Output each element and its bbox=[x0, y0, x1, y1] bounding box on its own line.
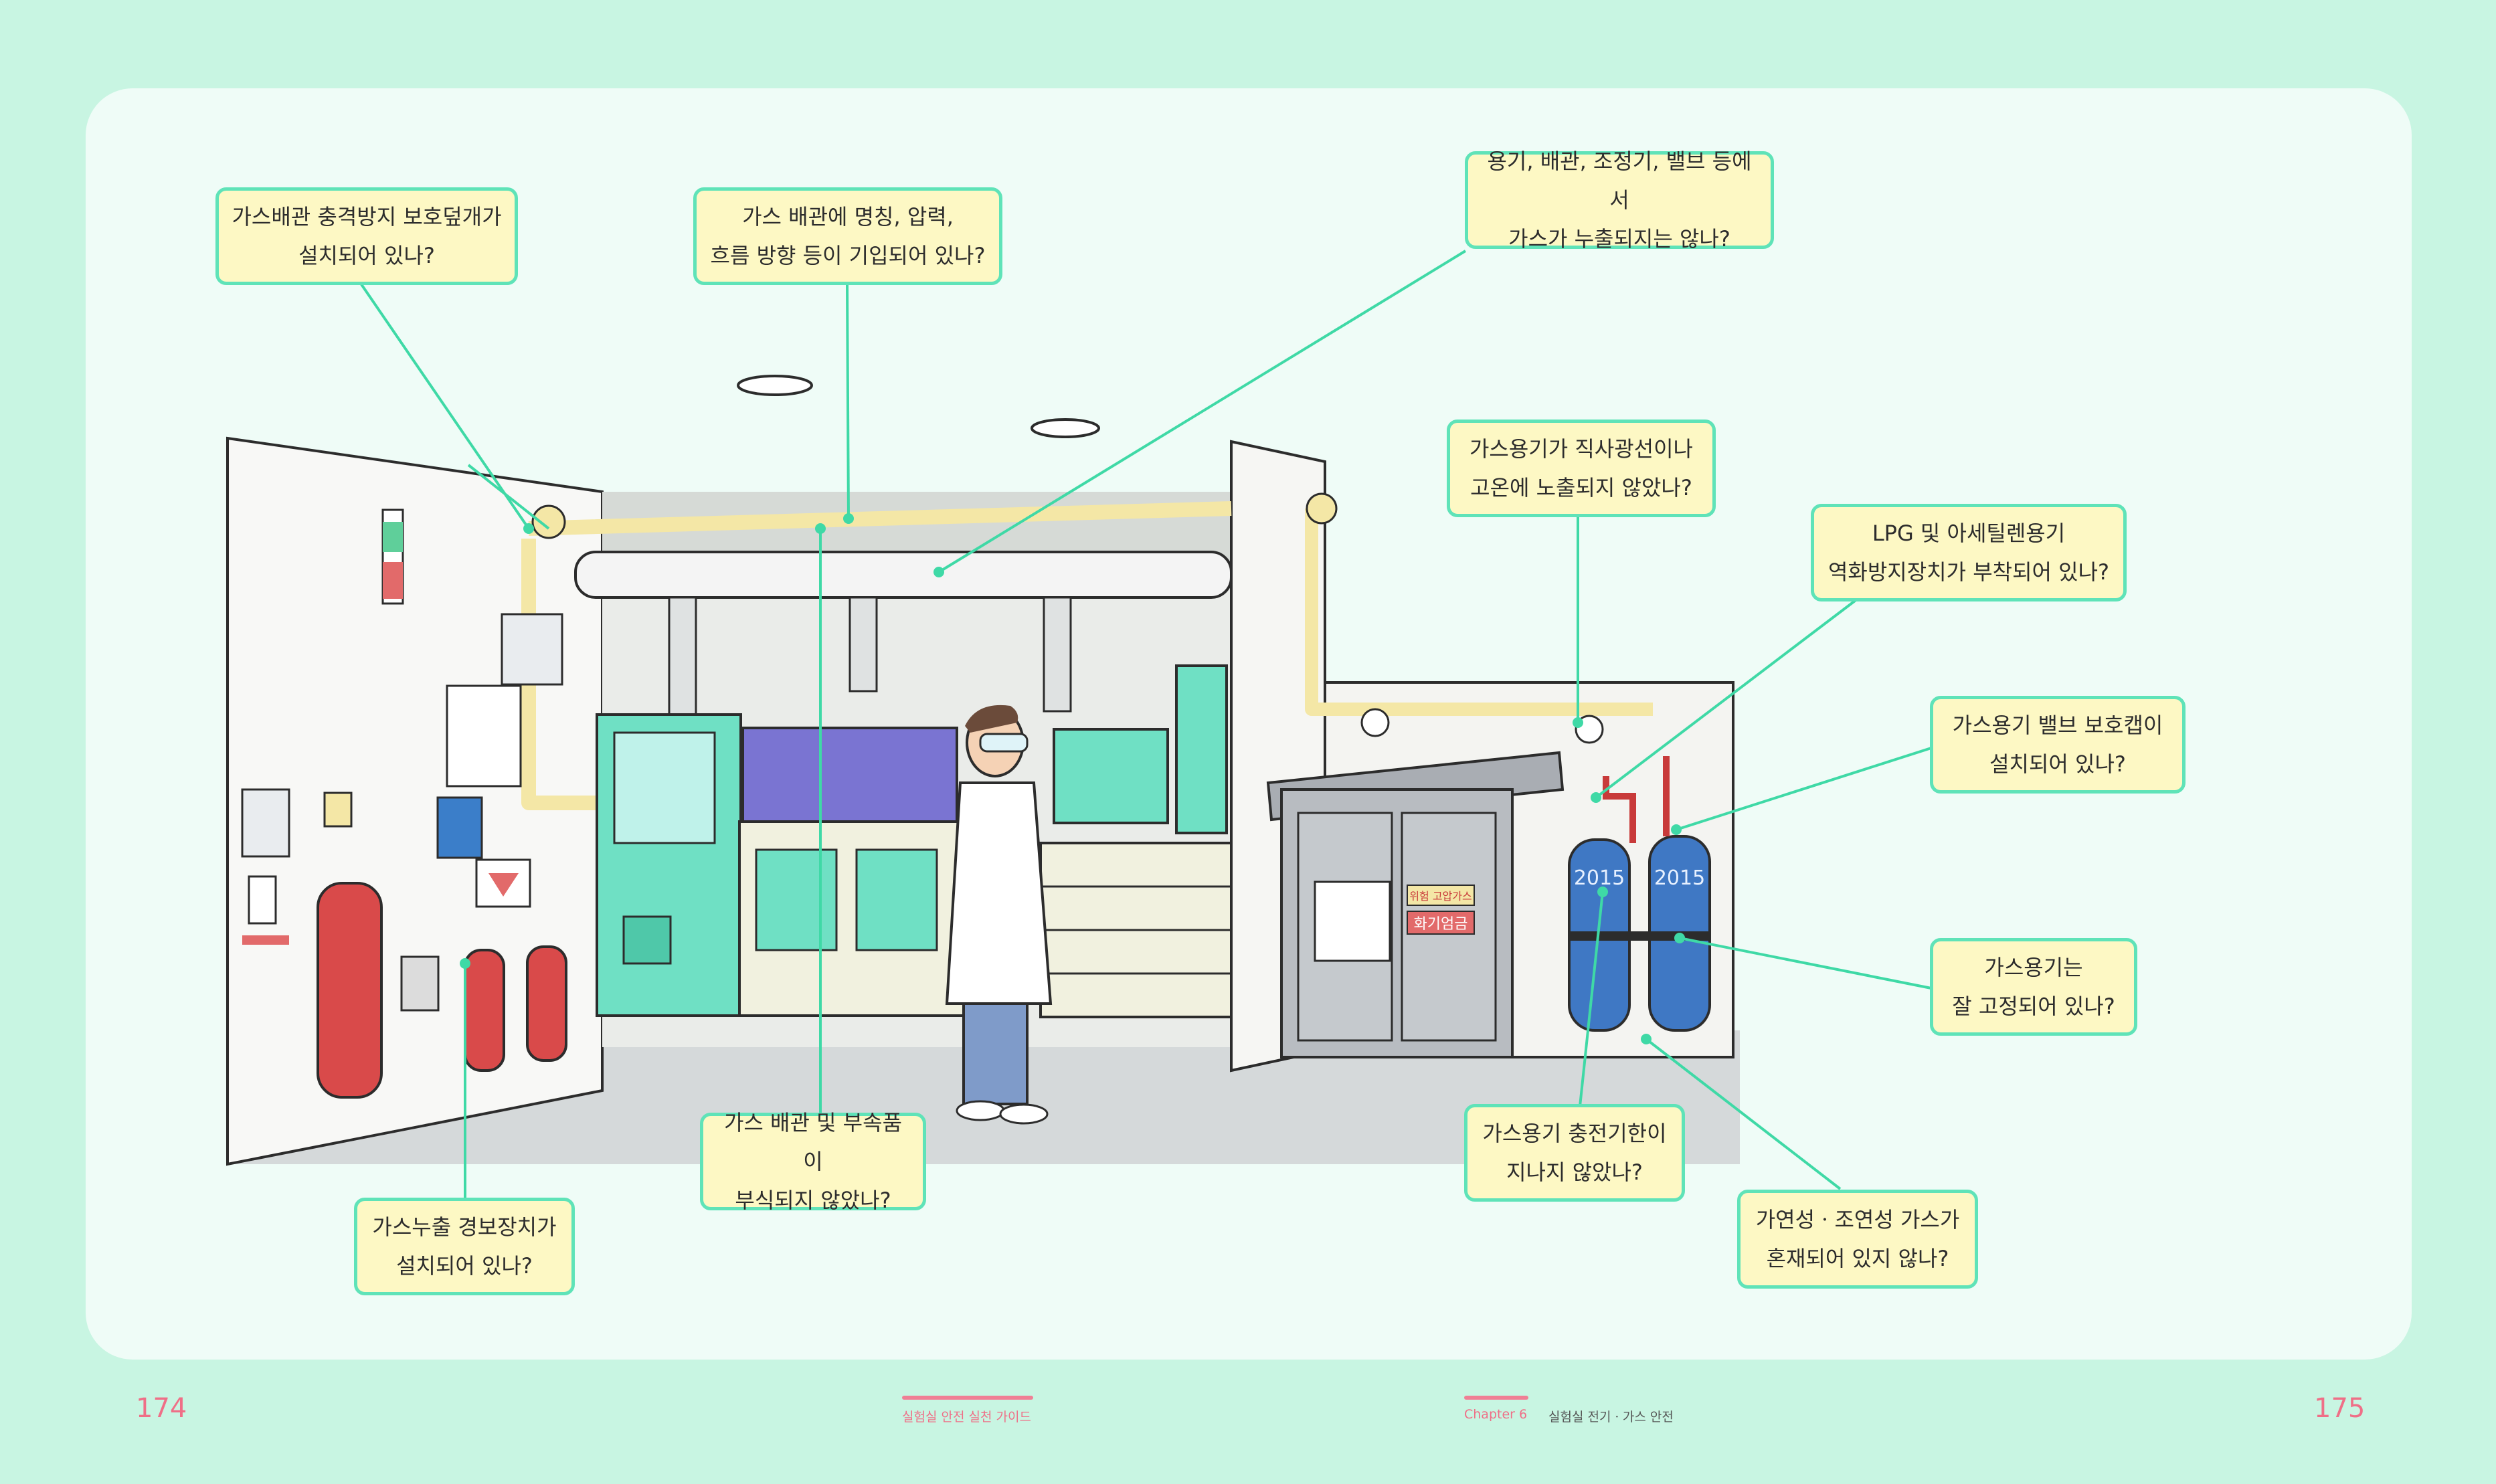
cabinet-fire-label: 화기엄금 bbox=[1414, 916, 1468, 933]
cylinder-year-right: 2015 bbox=[1654, 866, 1705, 890]
switch-box bbox=[501, 613, 563, 686]
callout-sunlight: 가스용기가 직사광선이나 고온에 노출되지 않았나? bbox=[1447, 420, 1716, 517]
footer-accent-bar bbox=[902, 1396, 1033, 1400]
page-number-right: 175 bbox=[2314, 1393, 2366, 1424]
callout-pipe-label: 가스 배관에 명칭, 압력, 흐름 방향 등이 기입되어 있나? bbox=[693, 187, 1002, 285]
callout-corrosion: 가스 배관 및 부속품이 부식되지 않았나? bbox=[700, 1110, 926, 1213]
lab-coat bbox=[945, 781, 1053, 1005]
callout-valve-cap: 가스용기 밸브 보호캡이 설치되어 있나? bbox=[1930, 696, 2186, 794]
page-number-left: 174 bbox=[136, 1393, 187, 1424]
gas-leak-alarm bbox=[436, 796, 483, 859]
meter-panel bbox=[1175, 664, 1228, 834]
callout-mixed-storage: 가연성ㆍ조연성 가스가 혼재되어 있지 않나? bbox=[1737, 1190, 1978, 1289]
footer-chapter: Chapter 6 bbox=[1464, 1407, 1528, 1422]
exhaust-duct bbox=[574, 551, 1233, 599]
ceiling-light bbox=[737, 375, 813, 396]
callout-alarm: 가스누출 경보장치가 설치되어 있나? bbox=[354, 1198, 575, 1295]
callout-charge-period: 가스용기 충전기한이 지나지 않았나? bbox=[1464, 1104, 1685, 1202]
fire-extinguisher bbox=[317, 882, 383, 1099]
callout-leak-check: 용기, 배관, 조정기, 밸브 등에서 가스가 누출되지는 않나? bbox=[1465, 149, 1774, 252]
smoke-detector bbox=[1031, 418, 1100, 438]
chapter-accent-bar bbox=[1464, 1396, 1528, 1400]
purple-equipment bbox=[741, 727, 958, 823]
breaker-panel bbox=[446, 684, 522, 787]
callout-fixed: 가스용기는 잘 고정되어 있나? bbox=[1930, 938, 2137, 1036]
cabinet-warning-label: 위험 고압가스 bbox=[1409, 890, 1472, 903]
fire-extinguisher bbox=[464, 949, 505, 1072]
fire-extinguisher bbox=[526, 945, 567, 1062]
leader-lines bbox=[360, 250, 1932, 1199]
cylinder-year-left: 2015 bbox=[1574, 866, 1625, 890]
instrument bbox=[1053, 728, 1169, 824]
callout-flashback: LPG 및 아세틸렌용기 역화방지장치가 부착되어 있나? bbox=[1811, 504, 2127, 601]
callout-shock-cover: 가스배관 충격방지 보호덮개가 설치되어 있나? bbox=[215, 187, 518, 285]
footer-section: 실험실 전기ㆍ가스 안전 bbox=[1548, 1410, 1674, 1424]
footer-book-title: 실험실 안전 실천 가이드 bbox=[902, 1410, 1031, 1424]
